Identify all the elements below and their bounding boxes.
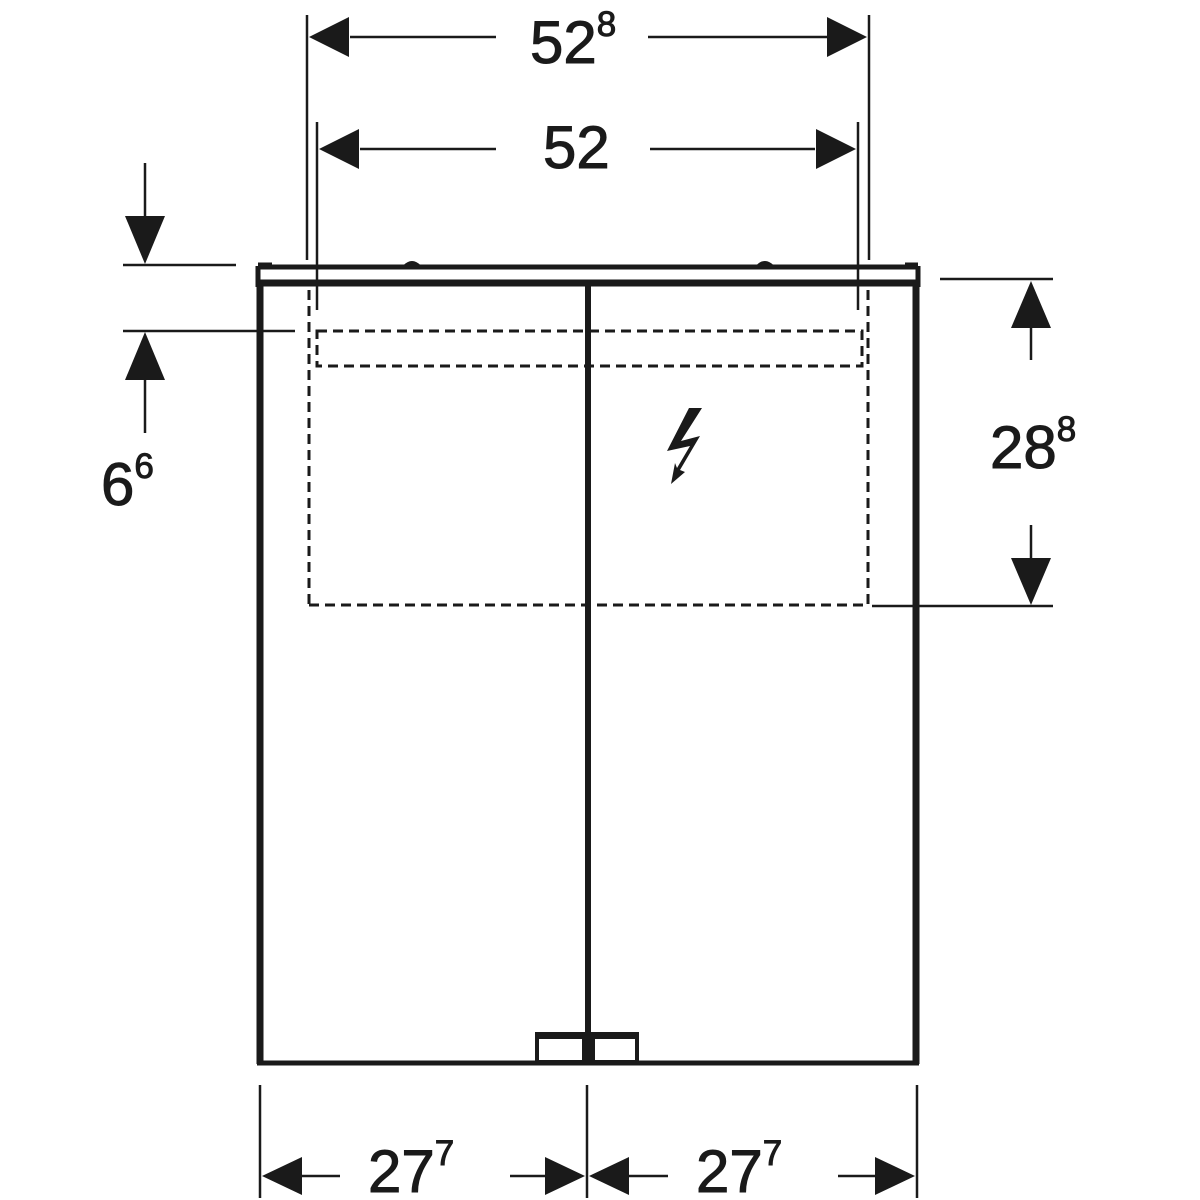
arrowhead-up bbox=[1011, 281, 1051, 328]
electrical-zone-outline bbox=[307, 290, 870, 607]
dimension-door-widths: 277 277 bbox=[258, 1085, 919, 1200]
arrowhead-left bbox=[309, 17, 349, 57]
dimension-label-overall-width: 528 bbox=[530, 5, 616, 76]
arrowhead-left bbox=[262, 1157, 302, 1195]
dimension-label-right-door-width: 277 bbox=[696, 1134, 782, 1200]
dimension-electrical-zone-height: 288 bbox=[872, 277, 1077, 608]
arrowhead-left bbox=[319, 129, 359, 169]
arrowhead-right bbox=[875, 1157, 915, 1195]
top-plate-bump-left bbox=[401, 261, 423, 267]
door-handles bbox=[535, 1032, 639, 1064]
dimension-label-left-door-width: 277 bbox=[368, 1134, 454, 1200]
dimension-top-offset: 66 bbox=[101, 163, 295, 519]
arrowhead-left bbox=[589, 1157, 629, 1195]
dimension-label-top-offset: 66 bbox=[101, 447, 154, 518]
dimension-label-inner-width: 52 bbox=[543, 114, 610, 181]
arrowhead-down bbox=[1011, 558, 1051, 605]
light-strip-outline bbox=[315, 329, 864, 368]
dimension-inner-width: 52 bbox=[315, 114, 860, 310]
arrowhead-right bbox=[816, 129, 856, 169]
cabinet-body bbox=[255, 261, 921, 1066]
arrowhead-up bbox=[125, 332, 165, 380]
arrowhead-right bbox=[827, 17, 867, 57]
arrowhead-down bbox=[125, 216, 165, 264]
top-plate-bump-right bbox=[754, 261, 776, 267]
dimension-label-electrical-zone-height: 288 bbox=[990, 410, 1076, 481]
arrowhead-right bbox=[545, 1157, 585, 1195]
lightning-bolt-icon bbox=[667, 408, 702, 484]
dimension-overall-width: 528 bbox=[305, 5, 871, 260]
